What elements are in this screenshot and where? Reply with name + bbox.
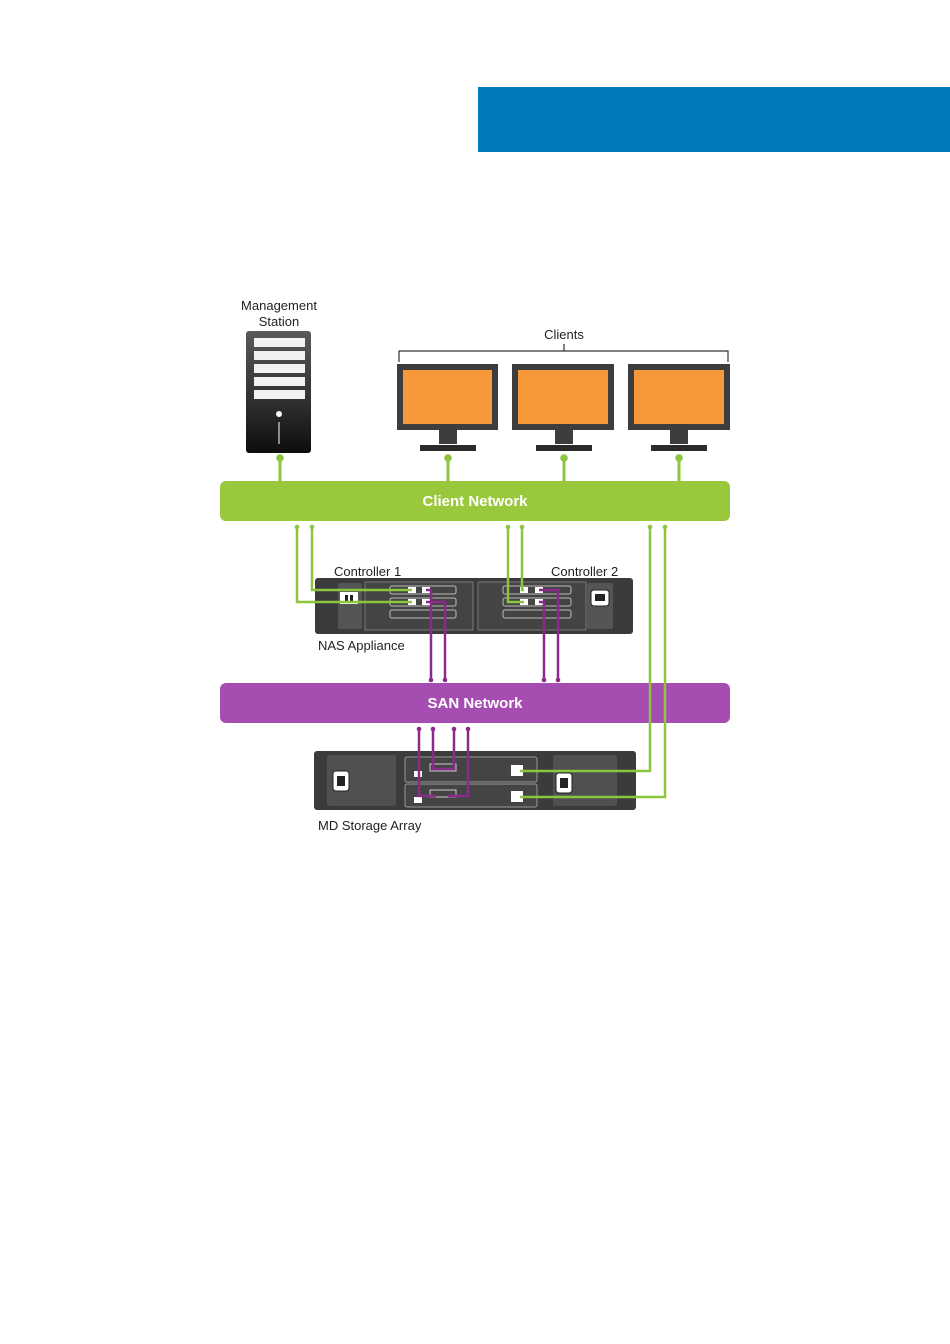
clients-label: Clients	[544, 327, 584, 342]
nas-san-link-dots	[429, 678, 561, 683]
client-network-label: Client Network	[422, 493, 528, 510]
management-station-label-line1: Management	[241, 298, 317, 313]
clients-bracket	[399, 344, 728, 362]
management-station-label-line2: Station	[259, 314, 299, 329]
storage-management-link-dots	[648, 525, 668, 530]
md-storage-array-chassis	[314, 751, 636, 810]
client-monitor-icon	[628, 364, 730, 451]
nas-client-link-dots	[295, 525, 525, 530]
controller-2-label: Controller 2	[551, 564, 618, 579]
nas-appliance-label: NAS Appliance	[318, 638, 405, 653]
san-network-label: SAN Network	[427, 695, 523, 712]
controller-1-label: Controller 1	[334, 564, 401, 579]
client-monitor-icon	[512, 364, 614, 451]
client-monitor-icon	[397, 364, 498, 451]
client-network-uplinks	[278, 456, 682, 481]
md-storage-array-label: MD Storage Array	[318, 818, 422, 833]
san-storage-link-dots	[417, 727, 471, 732]
management-station-tower-icon	[246, 331, 311, 453]
nas-appliance-chassis	[315, 578, 633, 634]
